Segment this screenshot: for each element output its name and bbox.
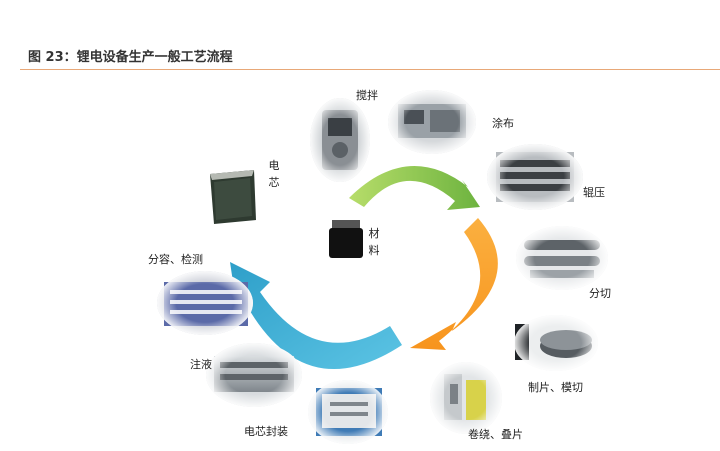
step-label-grading: 分容、检测 (148, 253, 203, 266)
step-label-cell: 电芯 (268, 159, 280, 189)
coater-photo (388, 90, 476, 154)
cycle-arrows (230, 165, 498, 370)
winding-photo (430, 362, 502, 434)
roller-press-photo (487, 144, 583, 210)
slitter-photo (516, 226, 608, 290)
step-label-packaging: 电芯封装 (244, 425, 288, 438)
grading-testing-photo (157, 271, 253, 335)
step-label-slitting: 分切 (589, 287, 611, 300)
battery-cell-photo (210, 170, 256, 224)
step-label-coating: 涂布 (492, 117, 514, 130)
step-label-winding: 卷绕、叠片 (468, 428, 523, 441)
header-divider (20, 69, 720, 70)
green-arrow (349, 165, 480, 210)
step-label-mixing: 搅拌 (356, 89, 378, 102)
step-label-rolling: 辊压 (583, 186, 605, 199)
cell-packaging-photo (308, 380, 388, 444)
orange-arrow (410, 218, 498, 350)
center-label-material: 材料 (368, 227, 380, 257)
step-label-filling: 注液 (190, 358, 212, 371)
material-jar-photo (329, 220, 363, 258)
tab-cutting-photo (514, 315, 598, 371)
page-title: 图 23：锂电设备生产一般工艺流程 (28, 50, 233, 65)
mixer-photo (310, 98, 370, 182)
step-label-tab-cutting: 制片、模切 (528, 381, 583, 394)
blue-arrow (230, 262, 402, 370)
electrolyte-filling-photo (206, 343, 302, 407)
